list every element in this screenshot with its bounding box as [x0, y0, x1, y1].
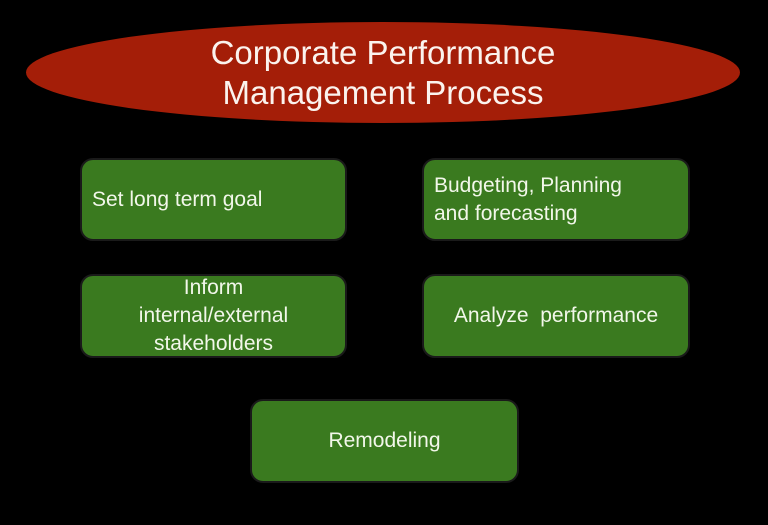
- step-label: Analyze performance: [453, 304, 659, 327]
- step-remodeling: Remodeling: [250, 399, 519, 483]
- step-label-line-1: Inform: [183, 276, 244, 299]
- step-set-long-term-goal: Set long term goal: [80, 158, 347, 241]
- step-budgeting-planning-forecasting: Budgeting, Planning and forecasting: [422, 158, 690, 241]
- step-label-line-2: and forecasting: [434, 201, 578, 225]
- step-label: Set long term goal: [92, 187, 263, 211]
- step-label-line-1: Budgeting, Planning: [434, 173, 622, 197]
- step-analyze-performance: Analyze performance: [422, 274, 690, 358]
- step-inform-stakeholders: Inform internal/external stakeholders: [80, 274, 347, 358]
- step-label: Remodeling: [328, 429, 441, 452]
- title-line-1: Corporate Performance: [210, 33, 556, 71]
- step-label-line-2: internal/external: [138, 304, 289, 327]
- title-line-2: Management Process: [222, 73, 544, 111]
- step-label-line-3: stakeholders: [153, 332, 274, 355]
- title-ellipse: Corporate Performance Management Process: [26, 22, 740, 123]
